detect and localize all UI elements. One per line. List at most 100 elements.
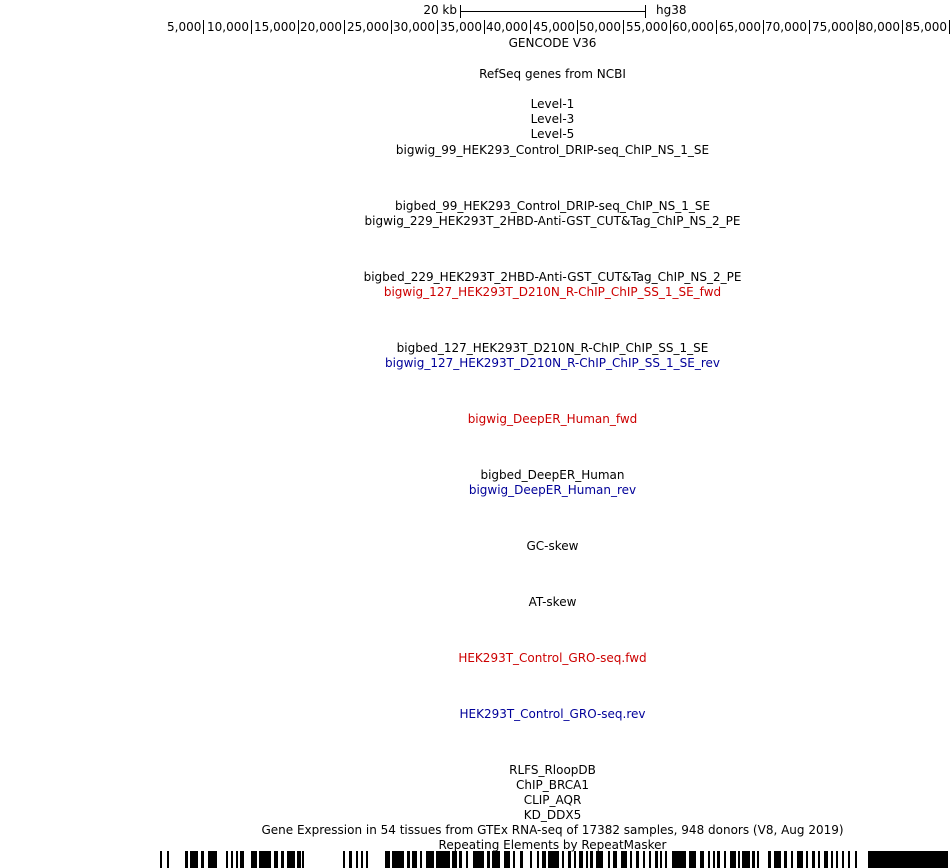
track-label-bigwig-229[interactable]: bigwig_229_HEK293T_2HBD-Anti-GST_CUT&Tag… (364, 214, 741, 228)
track-label-bigbed-99[interactable]: bigbed_99_HEK293_Control_DRIP-seq_ChIP_N… (394, 199, 711, 213)
repeat-element[interactable] (579, 851, 583, 868)
repeat-element[interactable] (630, 851, 632, 868)
track-label-bigwig-127-rev[interactable]: bigwig_127_HEK293T_D210N_R-ChIP_ChIP_SS_… (385, 356, 720, 370)
track-label-level-1[interactable]: Level-1 (530, 97, 575, 111)
repeat-element[interactable] (231, 851, 233, 868)
repeat-element[interactable] (568, 851, 571, 868)
repeat-element[interactable] (385, 851, 390, 868)
repeat-element[interactable] (436, 851, 450, 868)
repeat-element[interactable] (855, 851, 857, 868)
repeat-element[interactable] (643, 851, 645, 868)
repeat-element[interactable] (412, 851, 417, 868)
repeat-element[interactable] (784, 851, 787, 868)
repeatmasker-track[interactable] (0, 851, 950, 868)
repeat-element[interactable] (251, 851, 257, 868)
track-label-rlfs-rloopdb[interactable]: RLFS_RloopDB (509, 763, 596, 777)
repeat-element[interactable] (848, 851, 850, 868)
repeat-element[interactable] (504, 851, 510, 868)
repeat-element[interactable] (537, 851, 539, 868)
repeat-element[interactable] (636, 851, 639, 868)
repeat-element[interactable] (562, 851, 564, 868)
repeat-element[interactable] (757, 851, 759, 868)
track-label-at-skew[interactable]: AT-skew (528, 595, 577, 609)
repeat-element[interactable] (240, 851, 244, 868)
repeat-element[interactable] (836, 851, 838, 868)
repeat-element[interactable] (356, 851, 358, 868)
repeat-element[interactable] (791, 851, 793, 868)
repeat-element[interactable] (842, 851, 844, 868)
repeat-element[interactable] (201, 851, 204, 868)
repeat-element[interactable] (689, 851, 696, 868)
repeat-element[interactable] (302, 851, 304, 868)
track-label-bigwig-127-fwd[interactable]: bigwig_127_HEK293T_D210N_R-ChIP_ChIP_SS_… (383, 285, 722, 299)
repeat-element[interactable] (297, 851, 301, 868)
repeat-element[interactable] (259, 851, 271, 868)
repeat-element[interactable] (655, 851, 658, 868)
repeat-element[interactable] (812, 851, 815, 868)
repeat-element[interactable] (621, 851, 627, 868)
track-label-deeper-fwd[interactable]: bigwig_DeepER_Human_fwd (467, 412, 638, 426)
repeat-element[interactable] (530, 851, 532, 868)
repeat-element[interactable] (420, 851, 422, 868)
repeat-element[interactable] (349, 851, 352, 868)
repeat-element[interactable] (548, 851, 559, 868)
repeat-element[interactable] (717, 851, 720, 868)
repeat-element[interactable] (361, 851, 363, 868)
repeat-element[interactable] (613, 851, 617, 868)
base-position-ruler[interactable]: 5,000 10,000 15,000 20,000 25,000 30,000… (0, 18, 950, 36)
repeat-element[interactable] (392, 851, 404, 868)
track-label-gtex[interactable]: Gene Expression in 54 tissues from GTEx … (261, 823, 844, 837)
repeat-element[interactable] (459, 851, 462, 868)
repeat-element[interactable] (452, 851, 457, 868)
track-label-refseq[interactable]: RefSeq genes from NCBI (479, 67, 626, 81)
repeat-element[interactable] (586, 851, 588, 868)
repeat-element[interactable] (868, 851, 948, 868)
repeat-element[interactable] (665, 851, 667, 868)
track-label-kd-ddx5[interactable]: KD_DDX5 (523, 808, 582, 822)
repeat-element[interactable] (287, 851, 295, 868)
repeat-element[interactable] (574, 851, 576, 868)
track-label-clip-aqr[interactable]: CLIP_AQR (523, 793, 582, 807)
repeat-element[interactable] (708, 851, 710, 868)
repeat-element[interactable] (724, 851, 726, 868)
repeat-element[interactable] (520, 851, 523, 868)
repeat-element[interactable] (274, 851, 278, 868)
repeat-element[interactable] (806, 851, 808, 868)
repeat-element[interactable] (407, 851, 410, 868)
repeat-element[interactable] (713, 851, 715, 868)
repeat-element[interactable] (167, 851, 169, 868)
track-label-gro-seq-rev[interactable]: HEK293T_Control_GRO-seq.rev (459, 707, 646, 721)
repeat-element[interactable] (185, 851, 188, 868)
track-label-bigwig-99[interactable]: bigwig_99_HEK293_Control_DRIP-seq_ChIP_N… (395, 143, 710, 157)
repeat-element[interactable] (774, 851, 781, 868)
repeat-element[interactable] (542, 851, 546, 868)
repeat-element[interactable] (818, 851, 820, 868)
repeat-element[interactable] (513, 851, 515, 868)
repeat-element[interactable] (608, 851, 610, 868)
track-label-chip-brca1[interactable]: ChIP_BRCA1 (516, 778, 589, 792)
track-label-bigbed-229[interactable]: bigbed_229_HEK293T_2HBD-Anti-GST_CUT&Tag… (363, 270, 742, 284)
repeat-element[interactable] (596, 851, 603, 868)
repeat-element[interactable] (160, 851, 162, 868)
track-label-repeatmasker[interactable]: Repeating Elements by RepeatMasker (438, 838, 667, 852)
repeat-element[interactable] (236, 851, 238, 868)
track-label-bigbed-127[interactable]: bigbed_127_HEK293T_D210N_R-ChIP_ChIP_SS_… (396, 341, 709, 355)
repeat-element[interactable] (281, 851, 284, 868)
repeat-element[interactable] (700, 851, 704, 868)
repeat-element[interactable] (730, 851, 736, 868)
repeat-element[interactable] (208, 851, 217, 868)
track-label-gro-seq-fwd[interactable]: HEK293T_Control_GRO-seq.fwd (458, 651, 647, 665)
repeat-element[interactable] (366, 851, 368, 868)
repeat-element[interactable] (660, 851, 662, 868)
repeat-element[interactable] (190, 851, 198, 868)
repeat-element[interactable] (426, 851, 434, 868)
repeat-element[interactable] (473, 851, 484, 868)
track-label-deeper-bigbed[interactable]: bigbed_DeepER_Human (480, 468, 625, 482)
repeat-element[interactable] (590, 851, 593, 868)
repeat-element[interactable] (343, 851, 345, 868)
repeat-element[interactable] (797, 851, 803, 868)
track-label-level-3[interactable]: Level-3 (530, 112, 575, 126)
repeat-element[interactable] (226, 851, 228, 868)
repeat-element[interactable] (752, 851, 755, 868)
